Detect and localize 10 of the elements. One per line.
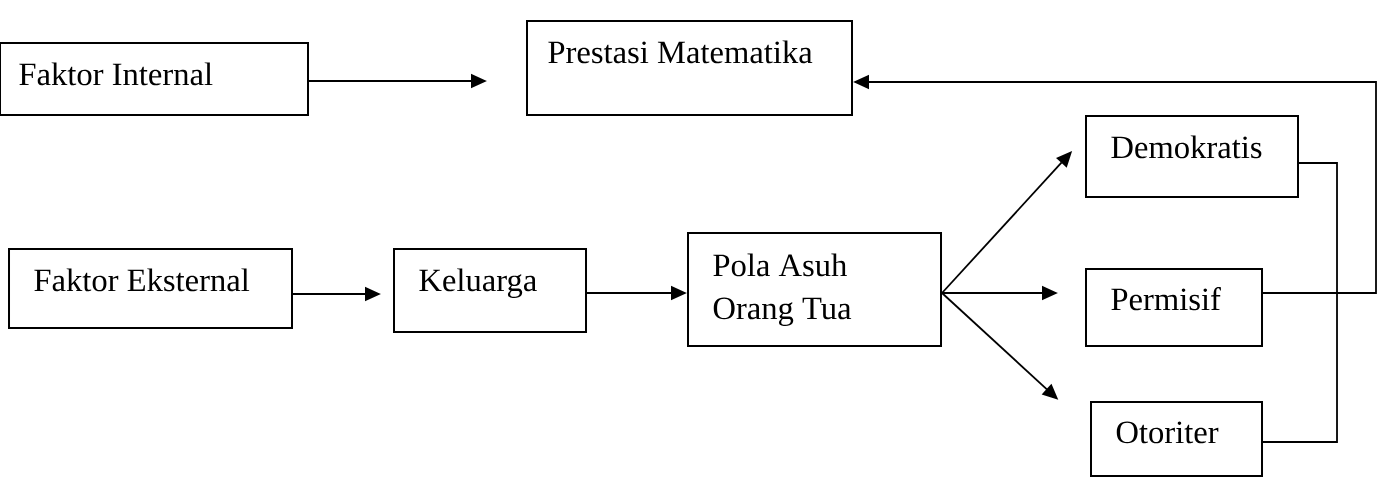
- process-box: Demokratis: [1085, 115, 1299, 198]
- process-box: Prestasi Matematika: [526, 20, 853, 116]
- process-box: Otoriter: [1090, 401, 1263, 477]
- process-box: Faktor Eksternal: [8, 248, 293, 329]
- connector-line: [1262, 292, 1338, 443]
- process-box: Keluarga: [393, 248, 587, 333]
- process-box: Permisif: [1085, 268, 1263, 347]
- process-box: Pola Asuh Orang Tua: [687, 232, 942, 347]
- connector-line: [1262, 292, 1338, 294]
- process-box: Faktor Internal: [0, 42, 309, 116]
